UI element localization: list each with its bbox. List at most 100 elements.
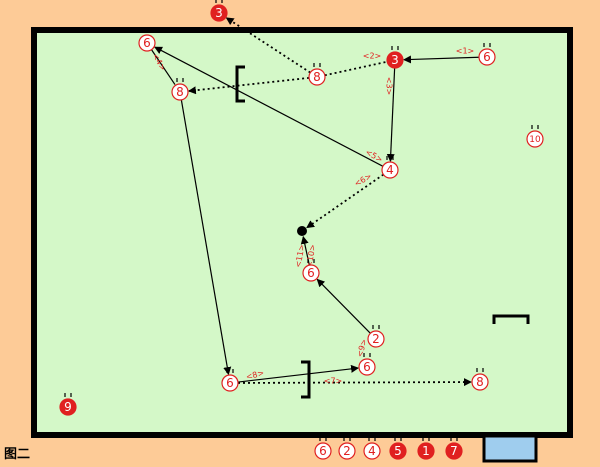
move-path-solid (386, 67, 396, 163)
player-circle (221, 374, 239, 392)
player-circle (471, 373, 489, 391)
player-circle (526, 130, 544, 148)
player-circle (138, 34, 156, 52)
player-number: 6 (363, 360, 371, 374)
player-number: 9 (64, 400, 72, 414)
player-marker: 10 (526, 125, 544, 148)
mini-gate-topleft (235, 65, 245, 103)
player-number: 6 (319, 444, 327, 458)
facing-mark (343, 437, 351, 441)
player-number: 2 (372, 332, 380, 346)
player-marker: 8 (308, 63, 326, 86)
player-marker: 8 (471, 368, 489, 391)
facing-mark (531, 125, 539, 129)
player-circle (308, 68, 326, 86)
player-circle (338, 442, 356, 460)
player-number: 2 (343, 444, 351, 458)
player-circle (445, 442, 463, 460)
facing-mark (313, 63, 321, 67)
player-number: 8 (176, 85, 184, 99)
player-circle (367, 330, 385, 348)
player-marker: 6 (221, 369, 239, 392)
player-number: 8 (476, 375, 484, 389)
player-marker: 6 (314, 437, 332, 460)
step-label: <7> (324, 377, 343, 386)
player-marker: 2 (367, 325, 385, 348)
facing-mark (368, 437, 376, 441)
facing-mark (386, 156, 394, 160)
player-marker: 1 (417, 437, 435, 460)
mini-gate-right (492, 314, 530, 324)
player-marker: 2 (338, 437, 356, 460)
player-marker: 6 (478, 43, 496, 66)
facing-mark (450, 437, 458, 441)
pass-path-dotted (324, 61, 387, 77)
player-number: 5 (394, 444, 402, 458)
player-marker: 4 (381, 156, 399, 179)
pass-path-dotted (187, 76, 310, 95)
player-number: 4 (368, 444, 376, 458)
player-circle (314, 442, 332, 460)
player-marker: 5 (389, 437, 407, 460)
facing-mark (422, 437, 430, 441)
facing-mark (394, 437, 402, 441)
facing-mark (226, 369, 234, 373)
player-circle (302, 264, 320, 282)
facing-mark (391, 46, 399, 50)
ball (297, 226, 307, 236)
movement-paths (150, 17, 480, 387)
player-number: 1 (422, 444, 430, 458)
player-marker: 6 (138, 29, 156, 52)
player-number: 7 (450, 444, 458, 458)
player-circle (210, 4, 228, 22)
player-number: 10 (529, 135, 541, 145)
player-marker: 3 (210, 0, 228, 22)
player-marker: 3 (386, 46, 404, 69)
facing-mark (372, 325, 380, 329)
facing-mark (143, 29, 151, 33)
player-marker: 4 (363, 437, 381, 460)
move-path-solid (237, 364, 360, 383)
facing-mark (483, 43, 491, 47)
pass-path-dotted (225, 17, 311, 74)
goal-box (482, 434, 538, 463)
step-label: <11> (294, 244, 307, 269)
step-label: <1> (456, 47, 475, 56)
move-path-solid (150, 49, 176, 85)
player-marker: 8 (171, 78, 189, 101)
player-marker: 6 (302, 259, 320, 282)
player-circle (363, 442, 381, 460)
move-path-solid (180, 99, 232, 376)
player-number: 8 (313, 70, 321, 84)
player-circle (59, 398, 77, 416)
player-circle (171, 83, 189, 101)
player-number: 3 (391, 53, 399, 67)
player-circle (478, 48, 496, 66)
diagram-caption: 图二 (4, 447, 31, 462)
player-circle (386, 51, 404, 69)
player-circle (389, 442, 407, 460)
move-path-solid (316, 278, 371, 334)
player-marker: 7 (445, 437, 463, 460)
player-number: 6 (226, 376, 234, 390)
player-number: 3 (215, 6, 223, 20)
player-circle (417, 442, 435, 460)
step-label: <3> (385, 77, 394, 96)
mini-gate-lower (301, 360, 311, 399)
move-path-solid (402, 55, 480, 64)
facing-mark (476, 368, 484, 372)
move-path-solid (154, 46, 384, 167)
facing-mark (307, 259, 315, 263)
player-marker: 9 (59, 393, 77, 416)
player-number: 6 (307, 266, 315, 280)
facing-mark (319, 437, 327, 441)
pass-path-dotted (306, 173, 384, 229)
facing-mark (176, 78, 184, 82)
player-number: 4 (386, 163, 394, 177)
facing-mark (64, 393, 72, 397)
step-label: <2> (363, 52, 382, 61)
player-number: 6 (483, 50, 491, 64)
